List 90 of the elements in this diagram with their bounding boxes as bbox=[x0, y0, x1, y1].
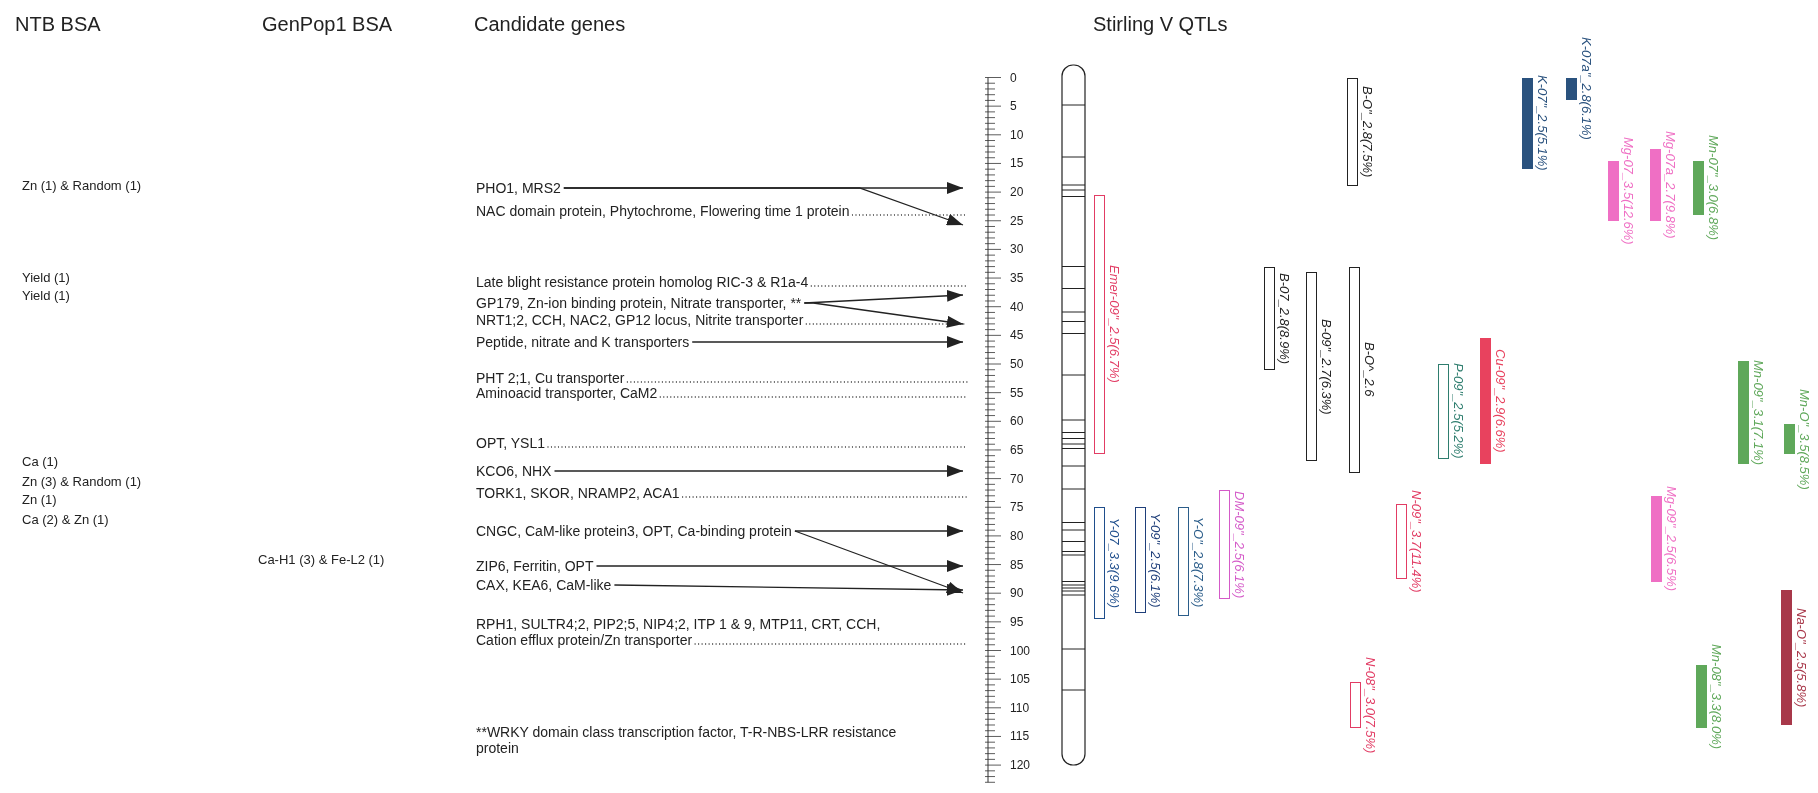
gene-list-text: KCO6, NHX bbox=[476, 463, 552, 479]
gene-list-text: RPH1, SULTR4;2, PIP2;5, NIP4;2, ITP 1 & 9, MTP11, CRT, CCH, Cation efflux protein/Zn transporter bbox=[476, 616, 921, 648]
gene-list-text: Late blight resistance protein homolog RIC-3 & R1a-4 bbox=[476, 274, 809, 290]
scale-number: 0 bbox=[1010, 70, 1017, 85]
qtl-label: Emer-09"_2.5(6.7%) bbox=[1107, 265, 1122, 384]
scale-number: 30 bbox=[1010, 242, 1024, 257]
scale-number: 40 bbox=[1010, 299, 1024, 314]
qtl-label: Cu-09"_2.9(6.6%) bbox=[1493, 349, 1508, 453]
scale-number: 90 bbox=[1010, 586, 1024, 601]
scale-number: 65 bbox=[1010, 442, 1024, 457]
qtl-label: B-O^_2.6 bbox=[1362, 342, 1377, 397]
scale-number: 60 bbox=[1010, 414, 1024, 429]
bsa-result-text: Ca (2) & Zn (1) bbox=[22, 512, 109, 528]
qtl-label: Mn-09"_3.1(7.1%) bbox=[1751, 360, 1766, 466]
qtl-label: B-O"_2.8(7.5%) bbox=[1360, 86, 1375, 178]
gene-list-text: NAC domain protein, Phytochrome, Flowering time 1 protein bbox=[476, 203, 850, 219]
qtl-label: N-09"_3.7(11.4%) bbox=[1409, 490, 1424, 593]
qtl-label: Mg-09"_2.5(6.5%) bbox=[1664, 486, 1679, 592]
qtl-label: B-09"_2.7(6.3%) bbox=[1319, 318, 1334, 415]
scale-number: 100 bbox=[1010, 643, 1031, 658]
leader-line bbox=[694, 643, 968, 645]
scale-number: 80 bbox=[1010, 528, 1024, 543]
scale-number: 95 bbox=[1010, 614, 1024, 629]
arrow bbox=[613, 583, 964, 596]
scale-number: 35 bbox=[1010, 271, 1024, 286]
scale-number: 115 bbox=[1010, 729, 1030, 744]
gene-list-text: ZIP6, Ferritin, OPT bbox=[476, 558, 594, 574]
scale-number: 105 bbox=[1010, 672, 1031, 687]
scale-number: 55 bbox=[1010, 385, 1024, 400]
footnote: **WRKY domain class transcription factor, T-R-NBS-LRR resistance protein bbox=[476, 724, 898, 756]
bsa-result-text: Ca-H1 (3) & Fe-L2 (1) bbox=[258, 552, 385, 568]
scale-number: 120 bbox=[1010, 758, 1031, 773]
qtl-label: Y-07_3.3(9.6%) bbox=[1107, 518, 1122, 609]
gene-list-text: TORK1, SKOR, NRAMP2, ACA1 bbox=[476, 485, 680, 501]
gene-list-text: GP179, Zn-ion binding protein, Nitrate transporter, ** bbox=[476, 295, 802, 311]
qtl-label: DM-09"_2.5(6.1%) bbox=[1232, 490, 1247, 599]
qtl-label: K-07a"_2.8(6.1%) bbox=[1579, 37, 1594, 141]
bsa-result-text: Zn (1) & Random (1) bbox=[22, 178, 142, 194]
leader-line bbox=[626, 381, 968, 383]
arrow bbox=[691, 336, 964, 348]
leader-line bbox=[851, 214, 968, 216]
bsa-result-text: Zn (3) & Random (1) bbox=[22, 474, 142, 490]
scale-number: 110 bbox=[1010, 700, 1030, 715]
qtl-label: Mn-07"_3.0(6.8%) bbox=[1706, 135, 1721, 241]
column-heading: GenPop1 BSA bbox=[262, 12, 393, 36]
gene-list-text: CAX, KEA6, CaM-like bbox=[476, 577, 612, 593]
qtl-label: Mg-07_3.5(12.6%) bbox=[1621, 136, 1636, 245]
scale-number: 45 bbox=[1010, 328, 1024, 343]
bsa-result-text: Zn (1) bbox=[22, 492, 57, 508]
gene-list-text: OPT, YSL1 bbox=[476, 435, 545, 451]
gene-list-text: NRT1;2, CCH, NAC2, GP12 locus, Nitrite transporter bbox=[476, 312, 804, 328]
qtl-label: Na-O"_2.5(5.8%) bbox=[1794, 608, 1809, 708]
qtl-label: K-07"_2.5(5.1%) bbox=[1535, 75, 1550, 171]
gene-list-text: CNGC, CaM-like protein3, OPT, Ca-binding protein bbox=[476, 523, 792, 539]
gene-list-text: Peptide, nitrate and K transporters bbox=[476, 334, 690, 350]
qtl-label: P-09"_2.5(5.2%) bbox=[1451, 363, 1466, 459]
scale-number: 25 bbox=[1010, 213, 1024, 228]
qtl-label: Mn-08"_3.3(8.0%) bbox=[1709, 643, 1724, 749]
qtl-label: Mn-O"_3.5(8.5%) bbox=[1797, 388, 1812, 490]
arrow bbox=[595, 560, 964, 572]
leader-line bbox=[681, 496, 968, 498]
bsa-result-text: Ca (1) bbox=[22, 454, 59, 470]
bsa-result-text: Yield (1) bbox=[22, 270, 70, 286]
arrow bbox=[803, 302, 964, 328]
gene-list-text: Aminoacid transporter, CaM2 bbox=[476, 385, 658, 401]
leader-line bbox=[659, 396, 968, 398]
arrow bbox=[794, 525, 964, 537]
scale-number: 5 bbox=[1010, 99, 1017, 114]
bsa-result-text: Yield (1) bbox=[22, 288, 70, 304]
scale-number: 50 bbox=[1010, 357, 1024, 371]
qtl-label: Mg-07a_2.7(9.8%) bbox=[1663, 130, 1678, 239]
gene-list-text: PHT 2;1, Cu transporter bbox=[476, 370, 625, 386]
qtl-label: B-07_2.8(8.9%) bbox=[1277, 272, 1292, 364]
arrow bbox=[553, 465, 964, 477]
scale-number: 75 bbox=[1010, 500, 1024, 515]
column-heading: Stirling V QTLs bbox=[1093, 12, 1228, 36]
scale-number: 70 bbox=[1010, 471, 1024, 486]
leader-line bbox=[810, 285, 968, 287]
scale-number: 15 bbox=[1010, 156, 1024, 171]
qtl-label: Y-09"_2.5(6.1%) bbox=[1148, 512, 1163, 608]
scale-number: 10 bbox=[1010, 127, 1024, 142]
qtl-label: N-08"_3.0(7.5%) bbox=[1363, 656, 1378, 754]
column-heading: NTB BSA bbox=[15, 12, 101, 36]
arrow bbox=[794, 530, 964, 594]
column-heading: Candidate genes bbox=[474, 12, 626, 36]
arrow bbox=[563, 187, 964, 226]
scale-number: 85 bbox=[1010, 557, 1024, 572]
scale-number: 20 bbox=[1010, 185, 1024, 200]
gene-list-text: PHO1, MRS2 bbox=[476, 180, 561, 196]
qtl-label: Y-O"_2.8(7.3%) bbox=[1191, 516, 1206, 608]
